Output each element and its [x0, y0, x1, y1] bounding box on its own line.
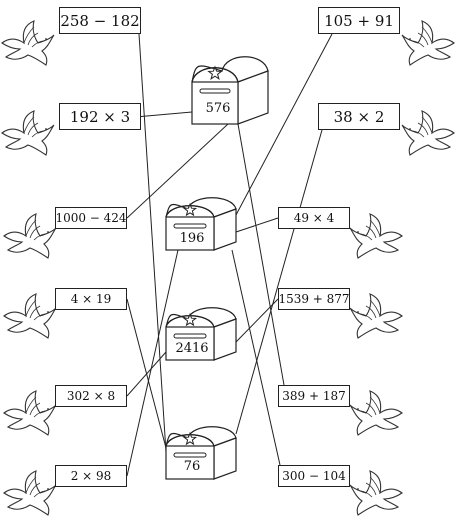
expression-card-right-2: 38 × 2 — [318, 103, 400, 130]
connection-line — [235, 298, 279, 343]
star-icon — [207, 65, 223, 80]
mailbox-number-1: 576 — [205, 101, 231, 116]
dove-icon — [349, 390, 403, 436]
dove-icon — [349, 470, 403, 516]
expression-card-left-3: 1000 − 424 — [55, 207, 127, 229]
expression-card-right-6: 300 − 104 — [278, 465, 350, 487]
expression-card-left-5: 302 × 8 — [55, 385, 127, 407]
connection-line — [235, 217, 279, 233]
expression-card-right-4: 1539 + 877 — [278, 288, 350, 310]
star-icon — [182, 431, 198, 446]
expression-card-left-6: 2 × 98 — [55, 465, 127, 487]
dove-icon — [349, 213, 403, 259]
mailbox-icon — [165, 307, 237, 361]
dove-icon — [401, 20, 455, 66]
dove-icon — [401, 110, 455, 156]
dove-icon — [1, 20, 55, 66]
expression-card-left-1: 258 − 182 — [59, 7, 141, 34]
dove-icon — [3, 213, 57, 259]
star-icon — [182, 202, 198, 217]
connection-line — [235, 33, 333, 216]
expression-card-right-3: 49 × 4 — [278, 207, 350, 229]
dove-icon — [1, 110, 55, 156]
mailbox-number-2: 196 — [179, 231, 205, 246]
connection-line — [126, 249, 179, 477]
star-icon — [182, 312, 198, 327]
expression-card-right-5: 389 + 187 — [278, 385, 350, 407]
dove-icon — [3, 293, 57, 339]
expression-card-right-1: 105 + 91 — [318, 7, 400, 34]
connection-line — [140, 111, 193, 117]
mailbox-icon — [165, 197, 237, 251]
mailbox-number-3: 2416 — [175, 341, 209, 356]
mailbox-icon — [191, 56, 269, 125]
dove-icon — [349, 293, 403, 339]
connection-line — [126, 351, 167, 397]
expression-card-left-2: 192 × 3 — [59, 103, 141, 130]
connection-line — [231, 249, 281, 466]
connection-line — [126, 123, 229, 219]
connection-line — [235, 129, 323, 435]
dove-icon — [3, 470, 57, 516]
connection-line — [237, 123, 285, 386]
connection-line — [138, 33, 167, 453]
mailbox-number-4: 76 — [183, 459, 201, 474]
dove-icon — [3, 390, 57, 436]
mailbox-icon — [165, 426, 237, 480]
expression-card-left-4: 4 × 19 — [55, 288, 127, 310]
